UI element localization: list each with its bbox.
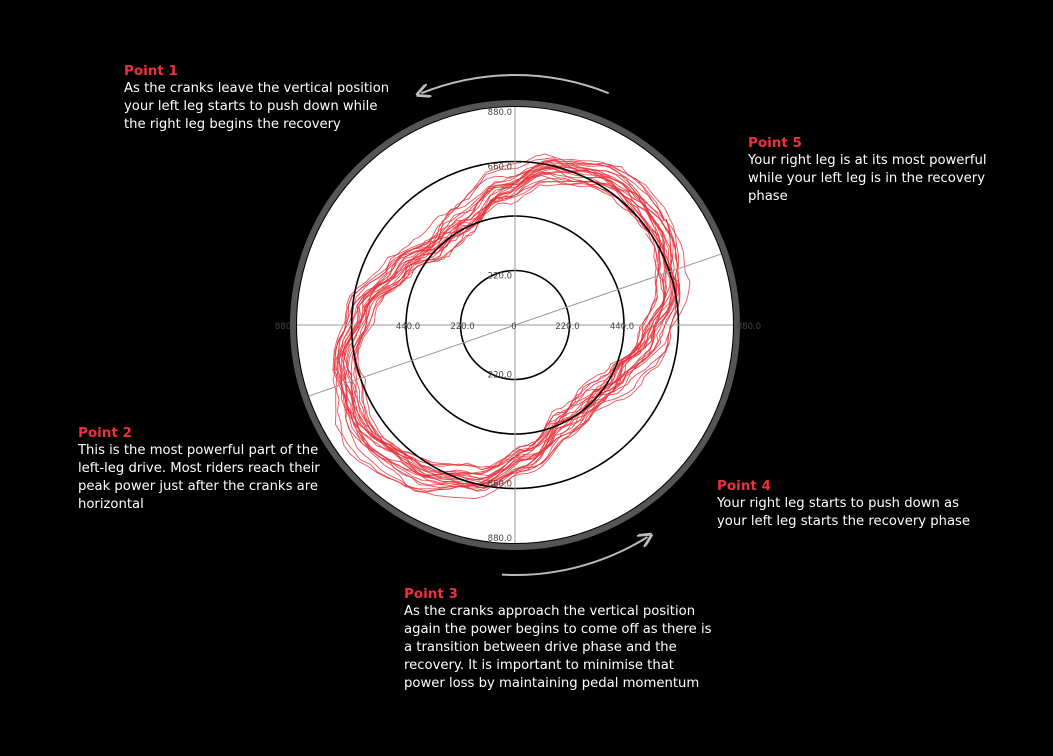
annotation-point-1-body: As the cranks leave the vertical positio… xyxy=(124,81,390,132)
power-trace-lap xyxy=(335,157,680,492)
rotation-arrow-bottom xyxy=(501,537,648,576)
power-trace-lap xyxy=(341,168,668,479)
tick-label-top-2: 220.0 xyxy=(488,272,512,282)
tick-label-bottom-1: 660.0 xyxy=(488,480,512,490)
annotation-point-5-body: Your right leg is at its most powerful w… xyxy=(748,153,987,204)
tick-label-bottom-2: 880.0 xyxy=(488,534,512,544)
annotation-point-1-title: Point 1 xyxy=(124,63,178,79)
power-trace-lap xyxy=(344,167,681,493)
annotation-point-2-body: This is the most powerful part of the le… xyxy=(78,443,320,512)
power-trace-lap xyxy=(333,159,661,471)
annotation-point-4-body: Your right leg starts to push down as yo… xyxy=(717,496,971,529)
tick-label-bottom-0: 220.0 xyxy=(488,371,512,381)
rotation-arrow-top xyxy=(421,74,610,93)
annotation-point-1: Point 1 As the cranks leave the vertical… xyxy=(124,62,394,134)
tick-label-center: 0 xyxy=(511,322,516,332)
power-trace-lap xyxy=(340,163,666,478)
annotation-point-3: Point 3 As the cranks approach the verti… xyxy=(404,585,714,693)
annotation-point-2: Point 2 This is the most powerful part o… xyxy=(78,424,338,514)
tick-label-left-0: 880 xyxy=(275,322,291,332)
power-trace-lap xyxy=(337,164,680,489)
power-trace-lap xyxy=(357,181,678,489)
tick-label-top-0: 880.0 xyxy=(488,108,512,118)
annotation-point-4-title: Point 4 xyxy=(717,478,771,494)
power-trace-lap xyxy=(354,180,678,487)
tick-label-top-1: 660.0 xyxy=(488,163,512,173)
crank-angle-line xyxy=(308,253,722,397)
drive-arc-right xyxy=(514,100,740,550)
annotation-point-2-title: Point 2 xyxy=(78,425,132,441)
annotation-point-5: Point 5 Your right leg is at its most po… xyxy=(748,134,988,206)
tick-label-right-2: 880.0 xyxy=(737,322,761,332)
direction-arrow-group xyxy=(421,74,648,576)
annotation-point-3-title: Point 3 xyxy=(404,586,458,602)
tick-label-left-1: 440.0 xyxy=(396,322,420,332)
power-trace-lap xyxy=(353,175,677,486)
tick-label-right-1: 440.0 xyxy=(610,322,634,332)
annotation-point-3-body: As the cranks approach the vertical posi… xyxy=(404,604,712,691)
power-trace-group xyxy=(332,153,691,499)
power-trace-lap xyxy=(336,162,672,482)
drive-arc-left xyxy=(290,100,516,550)
tick-label-left-2: 220.0 xyxy=(450,322,474,332)
annotation-point-5-title: Point 5 xyxy=(748,135,802,151)
power-trace-lap xyxy=(350,173,673,484)
power-trace-lap xyxy=(332,158,673,484)
power-trace-lap xyxy=(332,153,677,490)
axis-group xyxy=(297,107,733,543)
tick-label-group: 880.0 660.0 220.0 220.0 660.0 880.0 880 440.0 22… xyxy=(275,108,761,544)
annotation-point-4: Point 4 Your right leg starts to push do… xyxy=(717,477,977,531)
tick-label-right-0: 220.0 xyxy=(555,322,579,332)
